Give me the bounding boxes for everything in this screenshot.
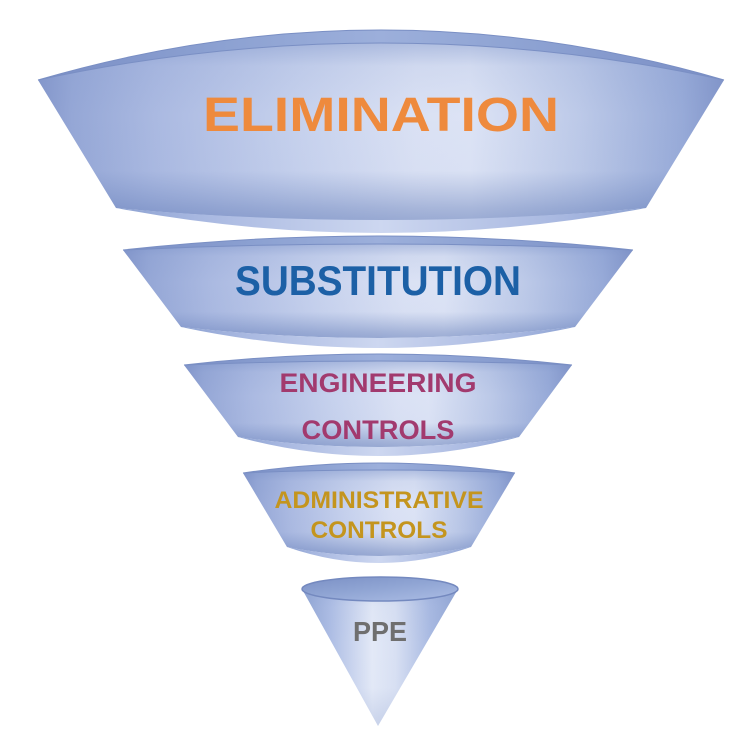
ppe-cone-top-rim (301, 576, 459, 602)
ppe-label: PPE (353, 616, 407, 647)
administrative-controls-face-shading (243, 470, 515, 556)
administrative-controls-bottom-lip (287, 547, 471, 563)
funnel-level-elimination: ELIMINATION (37, 29, 725, 233)
substitution-face-shading (123, 244, 633, 338)
ppe-cone-body-shading (302, 589, 458, 726)
engineering-controls-bottom-lip (238, 437, 519, 456)
engineering-controls-top-rim (183, 353, 573, 366)
elimination-bottom-lip (116, 208, 646, 233)
funnel-level-engineering-controls: ENGINEERING CONTROLS (183, 353, 573, 456)
substitution-top-rim (122, 235, 634, 251)
funnel-level-administrative-controls: ADMINISTRATIVE CONTROLS (242, 462, 516, 563)
engineering-controls-label-line1: ENGINEERING (280, 368, 477, 398)
substitution-bottom-lip (181, 327, 575, 348)
administrative-controls-top-rim (242, 462, 516, 474)
elimination-label: ELIMINATION (203, 89, 559, 142)
engineering-controls-face-shading (184, 361, 572, 447)
administrative-controls-label-line1: ADMINISTRATIVE (275, 487, 484, 514)
administrative-controls-label-line2: CONTROLS (311, 517, 448, 544)
elimination-top-rim (37, 29, 725, 81)
funnel-level-ppe: PPE (301, 576, 459, 726)
engineering-controls-label-line2: CONTROLS (302, 415, 455, 445)
funnel-level-substitution: SUBSTITUTION (122, 235, 634, 348)
substitution-label: SUBSTITUTION (235, 257, 521, 304)
elimination-face-shading (38, 43, 724, 221)
